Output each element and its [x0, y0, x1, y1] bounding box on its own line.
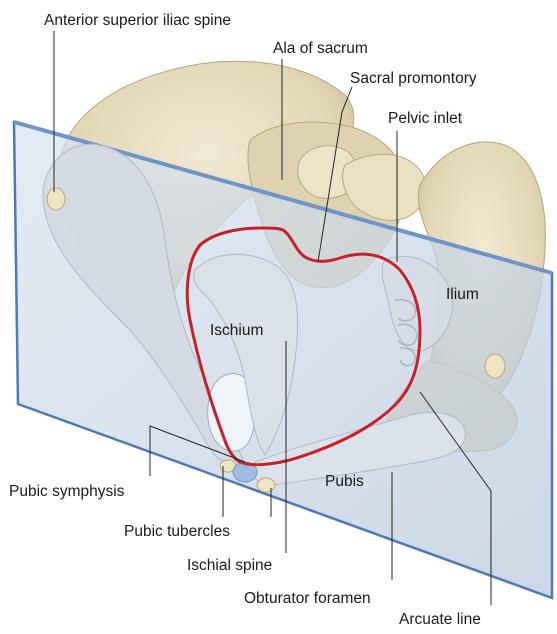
label-ala-of-sacrum: Ala of sacrum [273, 40, 368, 58]
label-ischial-spine: Ischial spine [187, 557, 272, 575]
left-anterior-superior-iliac-spine [47, 188, 65, 210]
pubic-tubercle-right [257, 478, 275, 492]
label-pelvic-inlet: Pelvic inlet [388, 110, 462, 128]
label-pubic-symphysis: Pubic symphysis [9, 483, 124, 501]
label-anterior-superior-iliac-spine: Anterior superior iliac spine [44, 12, 231, 30]
label-obturator-foramen: Obturator foramen [244, 590, 371, 608]
label-ischium: Ischium [210, 322, 263, 340]
label-ilium: Ilium [446, 286, 479, 304]
label-sacral-promontory: Sacral promontory [350, 70, 477, 88]
label-arcuate-line: Arcuate line [399, 611, 481, 629]
label-pubis: Pubis [325, 473, 364, 491]
right-anterior-superior-iliac-spine [485, 354, 505, 378]
label-pubic-tubercles: Pubic tubercles [124, 523, 230, 541]
